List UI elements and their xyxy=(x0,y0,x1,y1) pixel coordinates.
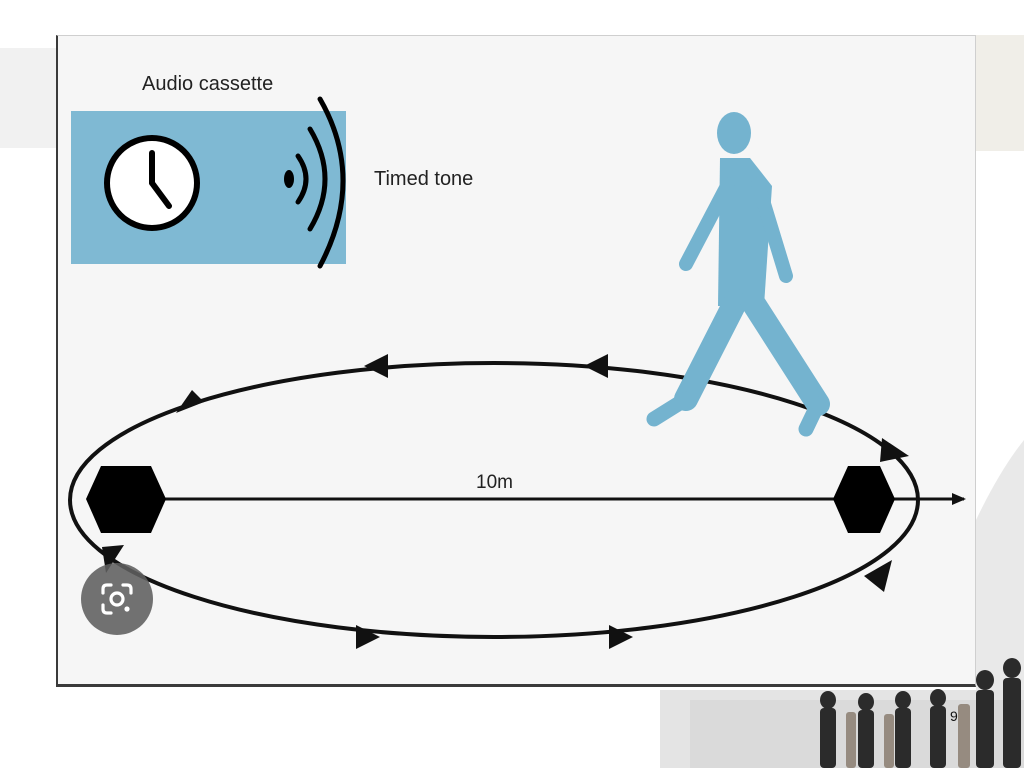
diagram-slide: Audio cassette Timed tone 10m xyxy=(56,35,976,687)
audio-cassette-label: Audio cassette xyxy=(142,73,274,95)
track-arrow xyxy=(609,625,633,649)
background-panel-left xyxy=(0,48,56,148)
timed-tone-label: Timed tone xyxy=(374,168,474,190)
google-lens-button[interactable] xyxy=(81,563,153,635)
hexagon-cone-icon xyxy=(86,466,166,533)
background-panel-right xyxy=(976,35,1024,151)
track-arrow xyxy=(584,354,608,378)
track-arrow xyxy=(356,625,380,649)
walking-person-icon xyxy=(646,112,830,437)
clock-icon xyxy=(104,135,200,231)
shuttle-walk-diagram xyxy=(68,96,966,649)
track-arrow xyxy=(880,438,909,462)
distance-label: 10m xyxy=(476,472,513,493)
background-people-photo xyxy=(660,658,1024,768)
track-arrow xyxy=(364,354,388,378)
google-lens-icon xyxy=(101,583,133,615)
sound-wave-icon xyxy=(284,96,346,269)
direction-arrows xyxy=(102,354,909,649)
hexagon-cone-icon xyxy=(833,466,895,533)
track-arrow xyxy=(176,390,204,413)
slide-page-number: 9 xyxy=(950,708,958,724)
track-arrow xyxy=(864,560,892,592)
